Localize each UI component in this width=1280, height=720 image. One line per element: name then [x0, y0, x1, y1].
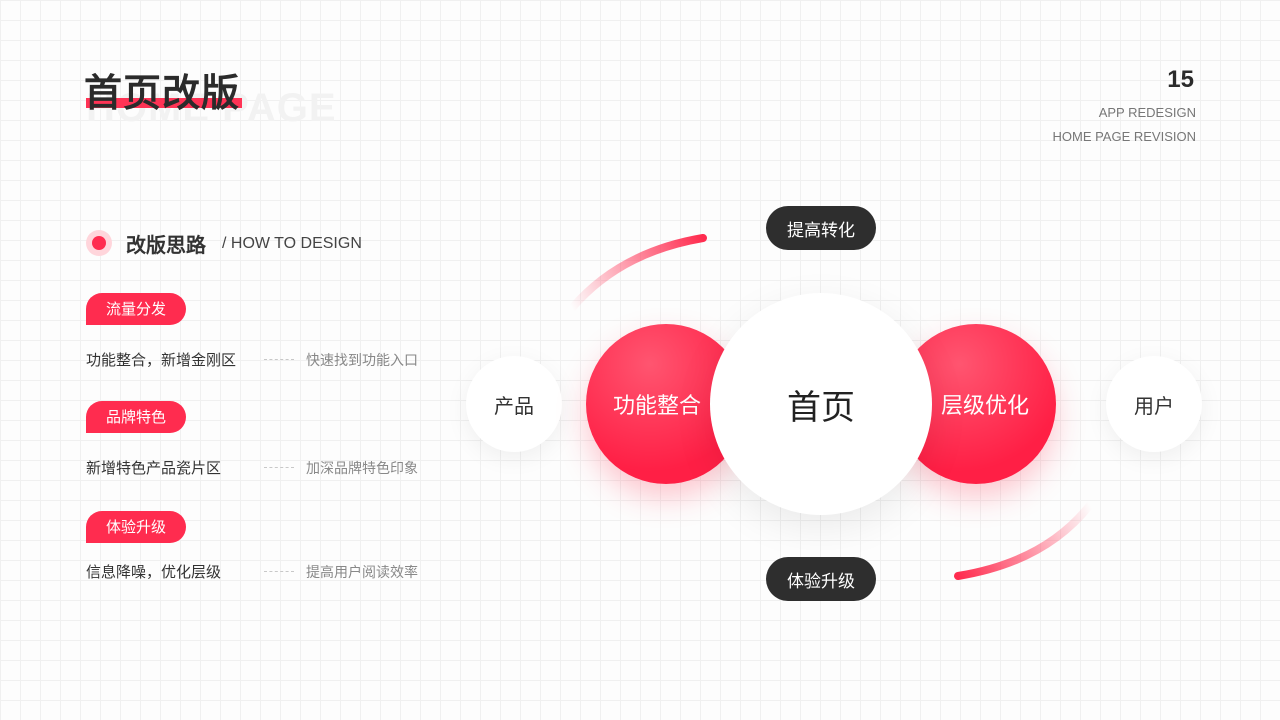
item-dash-divider [264, 571, 294, 572]
node-homepage-center: 首页 [710, 293, 932, 515]
subtitle-home-page-revision: HOME PAGE REVISION [1052, 129, 1196, 144]
page-number: 15 [1167, 66, 1194, 93]
tag-traffic-distribution: 流量分发 [86, 293, 187, 325]
title-underline [86, 98, 242, 108]
bottom-arc [954, 501, 1094, 580]
section-bullet-icon [86, 230, 112, 256]
section-subtitle: / HOW TO DESIGN [222, 235, 362, 252]
subtitle-app-redesign: APP REDESIGN [1098, 105, 1196, 120]
tag-brand-feature: 品牌特色 [86, 401, 187, 433]
node-user: 用户 [1106, 356, 1202, 452]
title-ghost-text: HOME PAGE [86, 86, 337, 130]
page-title: 首页改版 [84, 71, 241, 115]
item-text: 功能整合，新增金刚区 [86, 351, 237, 369]
item-desc: 加深品牌特色印象 [306, 461, 418, 477]
item-desc: 提高用户阅读效率 [306, 565, 418, 581]
top-arc [568, 234, 707, 312]
item-text: 新增特色产品瓷片区 [86, 459, 222, 477]
item-text: 信息降噪，优化层级 [86, 563, 222, 581]
section-title: 改版思路 [126, 233, 206, 257]
tag-experience-upgrade: 体验升级 [86, 511, 187, 543]
pill-experience-upgrade: 体验升级 [766, 557, 876, 601]
item-dash-divider [264, 467, 294, 468]
item-desc: 快速找到功能入口 [306, 353, 418, 369]
item-dash-divider [264, 359, 294, 360]
node-product: 产品 [466, 356, 562, 452]
pill-improve-conversion: 提高转化 [766, 206, 876, 250]
